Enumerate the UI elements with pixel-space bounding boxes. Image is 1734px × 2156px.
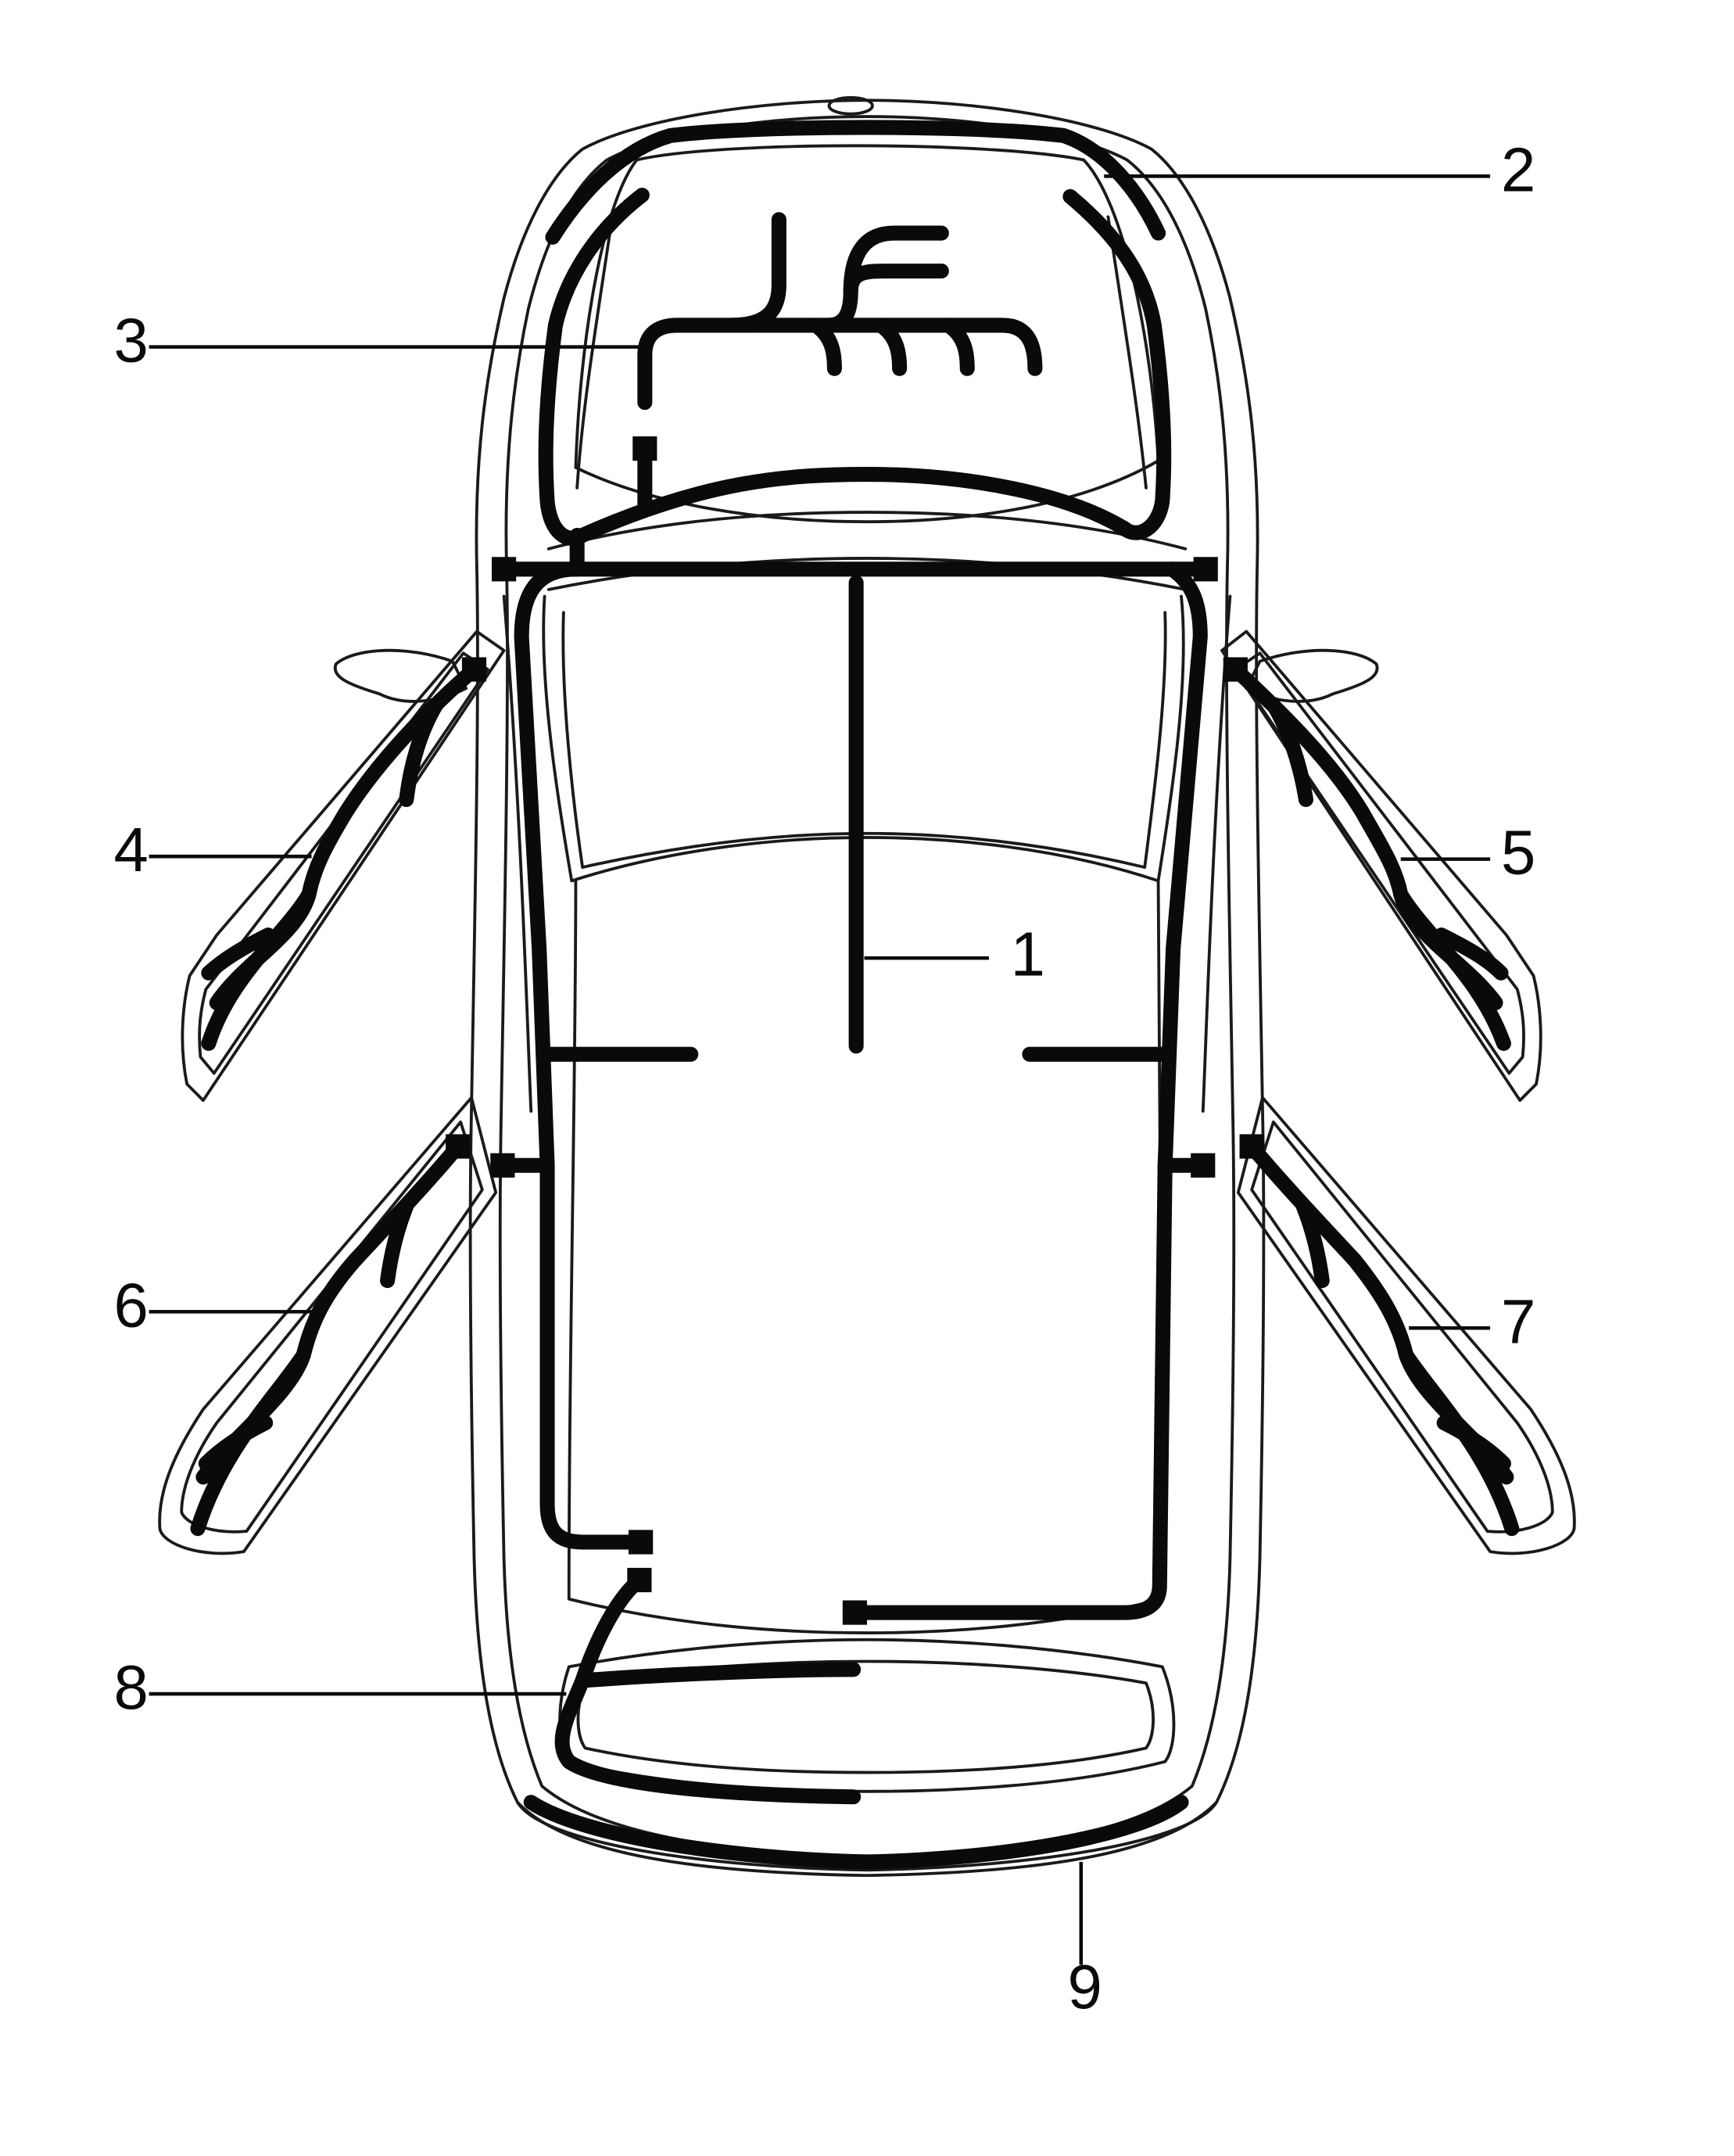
callout-8: 8 <box>114 1652 567 1722</box>
callout-6: 6 <box>114 1270 312 1340</box>
callout-label: 1 <box>1011 920 1045 989</box>
callout-4: 4 <box>114 815 312 884</box>
connector-square <box>627 1567 652 1593</box>
rear-right-door-harness <box>1239 1134 1520 1537</box>
a-pillar-left <box>502 594 533 1113</box>
rear-bumper-outline <box>516 1800 1218 1872</box>
front-right-door-harness <box>1223 657 1511 1051</box>
rear-right-door-outline <box>1236 1096 1576 1555</box>
connector-square <box>461 657 487 682</box>
callout-label: 2 <box>1501 135 1535 204</box>
callout-label: 9 <box>1067 1952 1102 2021</box>
car-outer-outline <box>468 99 1266 1878</box>
callout-3: 3 <box>114 306 645 375</box>
main-floor-harness <box>490 557 1218 1625</box>
connector-square <box>492 557 517 582</box>
connector-square <box>1193 557 1218 582</box>
door-outlines <box>158 630 1576 1555</box>
front-left-door-inner <box>198 651 489 1075</box>
front-right-door-inner <box>1234 651 1525 1075</box>
rear-left-door-inner <box>180 1120 484 1534</box>
connector-square <box>842 1600 867 1625</box>
connector-square <box>629 1530 654 1555</box>
callout-1: 1 <box>864 920 1045 989</box>
callout-label: 4 <box>114 815 149 884</box>
connector-square <box>446 1134 471 1159</box>
callout-label: 8 <box>114 1652 149 1722</box>
callout-label: 3 <box>114 306 149 375</box>
windshield-inner <box>561 611 1167 869</box>
rear-left-door-outline <box>158 1096 498 1555</box>
connector-square <box>1191 1153 1216 1178</box>
callout-9: 9 <box>1067 1861 1102 2021</box>
front-left-door-outline <box>181 630 506 1102</box>
callout-7: 7 <box>1409 1286 1535 1356</box>
connector-square <box>1239 1134 1264 1159</box>
rear-right-door-inner <box>1250 1120 1554 1534</box>
cowl-line <box>546 511 1188 551</box>
front-left-door-harness <box>201 657 487 1051</box>
engine-bay-harness <box>632 212 1043 512</box>
rear-window-inner <box>576 1659 1155 1774</box>
car-inner-outline <box>498 115 1236 1858</box>
rear-bumper-harness <box>523 1795 1189 1870</box>
connector-square <box>632 436 657 461</box>
tailgate-harness <box>554 1567 862 1805</box>
windshield-outline <box>542 594 1185 883</box>
callout-2: 2 <box>1104 135 1535 204</box>
hood-crease-right <box>1106 215 1148 490</box>
connector-square <box>1223 657 1248 682</box>
roof-outline <box>567 879 1164 1634</box>
rear-left-door-harness <box>190 1134 471 1537</box>
callouts: 1 2 3 4 5 6 7 8 <box>114 135 1536 2021</box>
callout-5: 5 <box>1400 818 1535 888</box>
connector-square <box>490 1153 515 1178</box>
callout-label: 5 <box>1501 818 1535 888</box>
callout-label: 7 <box>1501 1286 1535 1356</box>
a-pillar-right <box>1201 594 1232 1113</box>
front-right-door-outline <box>1220 630 1542 1102</box>
front-emblem <box>827 95 874 116</box>
hood-crease-left <box>575 215 614 490</box>
callout-label: 6 <box>114 1270 149 1340</box>
front-bumper-harness <box>538 120 1172 577</box>
